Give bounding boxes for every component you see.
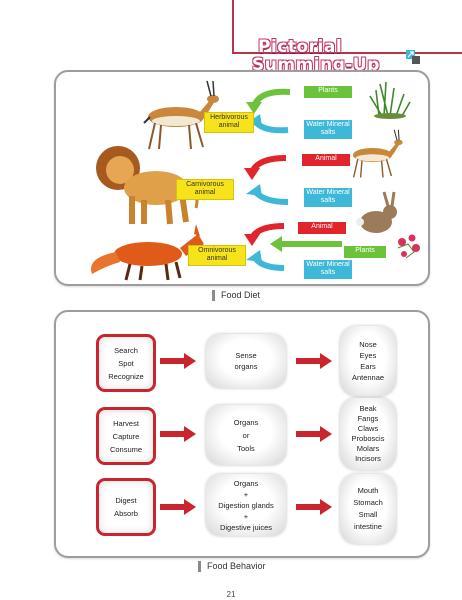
organ-text: Nose — [359, 340, 377, 349]
food-behavior-caption: Food Behavior — [198, 561, 266, 572]
organ-text: Incisors — [355, 454, 381, 463]
title-line-2: Summing-Up — [252, 55, 380, 75]
means-box: Organs + Digestion glands + Digestive ju… — [206, 474, 286, 536]
action-text: Spot — [118, 358, 134, 368]
rabbit-icon — [356, 191, 397, 233]
water-tag: Water Mineral salts — [304, 120, 352, 139]
organs-box: Mouth Stomach Small intestine — [340, 474, 396, 544]
organ-text: Stomach — [353, 498, 383, 507]
means-text: Tools — [237, 443, 255, 453]
organ-text: Small — [358, 510, 378, 519]
means-text: + — [243, 489, 249, 499]
organs-box: Nose Eyes Ears Antennae — [340, 326, 396, 396]
organ-text: Mouth — [357, 486, 379, 495]
red-arrow-icon — [160, 353, 196, 369]
animal-tag: Animal — [302, 154, 350, 166]
action-text: Digest — [115, 496, 137, 505]
red-arrow-icon — [160, 426, 196, 442]
organ-text: Fangs — [357, 414, 379, 423]
red-arrow-icon — [296, 499, 332, 515]
action-box: Search Spot Recognize — [96, 334, 156, 392]
means-text: or — [242, 430, 250, 440]
organ-text: Antennae — [351, 373, 385, 382]
means-box: Organs or Tools — [206, 405, 286, 465]
red-arrow-icon — [296, 426, 332, 442]
page-corner-frame — [232, 0, 462, 54]
animal-tag: Animal — [298, 222, 346, 234]
water-tag: Water Mineral salts — [304, 260, 352, 279]
action-text: Recognize — [108, 371, 144, 381]
section-title: Pictorial Summing-Up — [252, 38, 422, 74]
herbivorous-label: Herbivorous animal — [204, 112, 254, 133]
organ-text: Eyes — [359, 351, 377, 360]
page-number: 21 — [226, 590, 236, 599]
red-arrow-icon — [296, 353, 332, 369]
flower-icon — [397, 234, 420, 259]
action-text: Harvest — [113, 418, 139, 428]
red-arrow-icon — [160, 499, 196, 515]
organ-text: Beak — [359, 404, 377, 413]
organs-box: Beak Fangs Claws Proboscis Molars Inciso… — [340, 398, 396, 470]
action-text: Search — [114, 345, 138, 355]
action-text: Consume — [109, 444, 143, 454]
organ-text: intestine — [354, 522, 382, 531]
means-text: Organs — [233, 478, 259, 488]
means-text: Sense — [235, 351, 257, 360]
action-text: Capture — [112, 431, 140, 441]
behavior-arrows — [160, 353, 332, 515]
means-text: organs — [234, 362, 258, 371]
means-text: Organs — [233, 417, 259, 427]
water-tag: Water Mineral salts — [304, 188, 352, 207]
action-box: Harvest Capture Consume — [96, 407, 156, 465]
gazelle-icon — [143, 80, 219, 150]
cursor-icon — [406, 50, 420, 64]
means-text: Digestive juices — [219, 522, 273, 532]
organ-text: Molars — [356, 444, 380, 453]
food-behavior-panel: Search Spot Recognize Sense organs Nose … — [54, 310, 430, 558]
gazelle-icon — [352, 129, 403, 178]
fox-icon — [91, 224, 204, 281]
means-box: Sense organs — [206, 334, 286, 388]
organ-text: Proboscis — [351, 434, 385, 443]
plants-tag: Plants — [304, 86, 352, 98]
plants-tag: Plants — [344, 246, 386, 258]
grass-icon — [369, 81, 411, 119]
omnivorous-label: Omnivorous animal — [188, 245, 246, 266]
organ-text: Claws — [357, 424, 379, 433]
food-diet-panel: Herbivorous animal Carnivorous animal Om… — [54, 70, 430, 286]
action-box: Digest Absorb — [96, 478, 156, 536]
carnivorous-label: Carnivorous animal — [176, 179, 234, 200]
title-line-1: Pictorial — [258, 37, 343, 57]
action-text: Absorb — [114, 509, 138, 518]
organ-text: Ears — [360, 362, 376, 371]
means-text: + — [243, 511, 249, 521]
food-diet-caption: Food Diet — [212, 290, 260, 301]
means-text: Digestion glands — [218, 500, 274, 510]
